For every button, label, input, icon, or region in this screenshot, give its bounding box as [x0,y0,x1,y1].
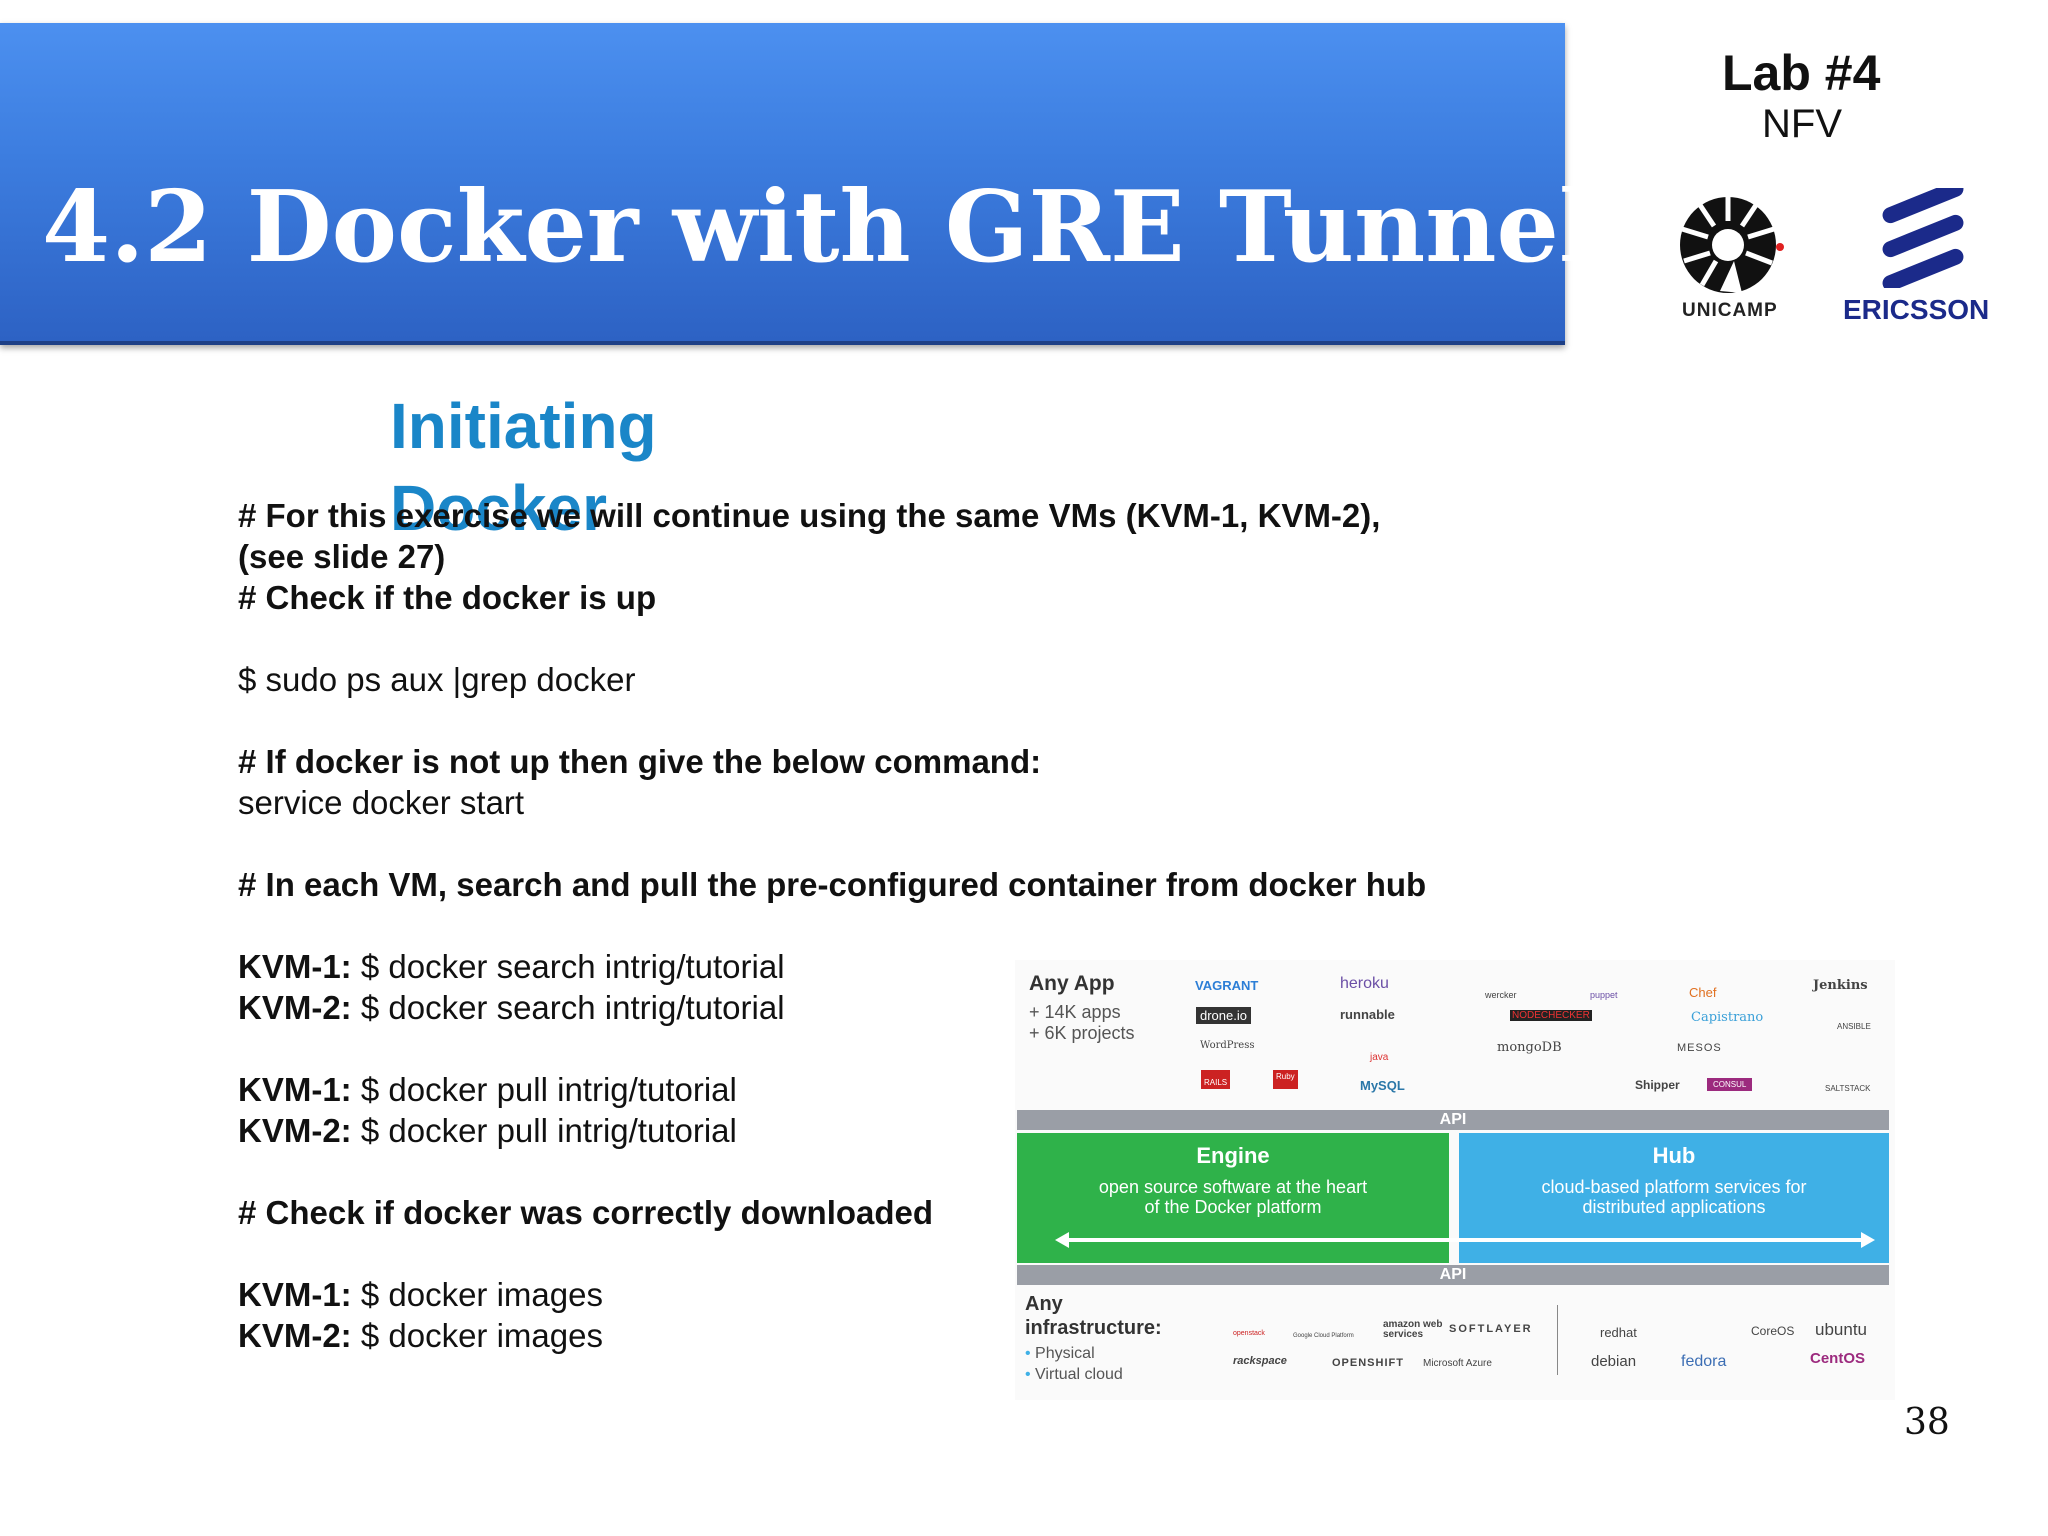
infra-virtual-cloud: Virtual cloud [1025,1366,1123,1384]
jenkins-logo: Jenkins [1813,978,1868,993]
wercker-logo: wercker [1485,990,1517,1000]
ubuntu-logo: ubuntu [1815,1320,1867,1339]
chef-logo: Chef [1689,985,1717,1000]
shipper-logo: Shipper [1635,1078,1680,1092]
course-label: NFV [1762,102,1842,146]
instruction-line: KVM-2: $ docker search intrig/tutorial [238,987,1558,1028]
section-subtitle: Initiating Docker [390,390,657,544]
api-bar-bottom: API [1017,1265,1889,1285]
saltstack-logo: SALTSTACK [1825,1084,1871,1093]
aws-logo: amazon web services [1383,1319,1443,1340]
instruction-line: KVM-1: $ docker pull intrig/tutorial [238,1069,1558,1110]
command-text: service docker start [238,784,525,821]
page-number: 38 [1904,1402,1950,1443]
infrastructure-title: Any infrastructure: [1025,1293,1162,1339]
title-banner: 4.2 Docker with GRE Tunnel [0,23,1596,345]
hub-title: Hub [1652,1143,1696,1168]
rails-logo: RAILS [1201,1070,1231,1089]
unicamp-wordmark: UNICAMP [1682,300,1778,321]
ansible-logo: ANSIBLE [1837,1022,1871,1031]
java-logo: java [1370,1052,1389,1063]
command-text: $ sudo ps aux |grep docker [238,661,636,698]
coreos-logo: CoreOS [1751,1324,1795,1338]
instruction-heading: # Check if docker was correctly download… [238,1194,934,1231]
mesos-logo: MESOS [1677,1042,1722,1054]
docker-platform-diagram: Any App + 14K apps + 6K projects VAGRANT… [1015,960,1895,1400]
blank-line [238,700,1558,741]
command-text: $ docker pull intrig/tutorial [351,1112,737,1149]
instruction-heading: # Check if the docker is up [238,579,657,616]
vm-label: KVM-2: [238,989,352,1026]
nodechecker-logo: NODECHECKER [1510,1010,1592,1021]
rackspace-logo: rackspace [1233,1355,1287,1367]
vm-label: KVM-2: [238,1112,352,1149]
instruction-line: # In each VM, search and pull the pre-co… [238,864,1558,905]
azure-logo: Microsoft Azure [1423,1358,1492,1369]
instruction-heading: # In each VM, search and pull the pre-co… [238,866,1427,903]
blank-line [238,905,1558,946]
instruction-line: # If docker is not up then give the belo… [238,741,1558,782]
command-text: $ docker images [351,1276,603,1313]
heroku-logo: heroku [1340,975,1389,992]
instruction-line: KVM-1: $ docker images [238,1274,1558,1315]
vm-label: KVM-2: [238,1317,352,1354]
command-text: $ docker pull intrig/tutorial [351,1071,737,1108]
google-cloud-logo: Google Cloud Platform [1293,1333,1354,1339]
mongodb-logo: mongoDB [1497,1040,1562,1055]
instruction-line: KVM-1: $ docker search intrig/tutorial [238,946,1558,987]
any-app-projects: + 6K projects [1029,1023,1135,1043]
command-text: $ docker search intrig/tutorial [351,948,785,985]
instruction-line: service docker start [238,782,1558,823]
puppet-logo: puppet [1590,990,1618,1000]
vm-label: KVM-1: [238,1276,352,1313]
instruction-line: (see slide 27) [238,536,1558,577]
infra-divider [1557,1305,1558,1375]
capistrano-logo: Capistrano [1691,1010,1764,1025]
instruction-line: KVM-2: $ docker images [238,1315,1558,1356]
command-text: $ docker images [351,1317,603,1354]
api-bar-top: API [1017,1110,1889,1130]
any-app-apps: + 14K apps [1029,1002,1121,1022]
instructions-text: # For this exercise we will continue usi… [238,495,1558,1356]
instruction-line: # Check if docker was correctly download… [238,1192,1558,1233]
wordpress-logo: WordPress [1200,1040,1255,1051]
blank-line [238,823,1558,864]
infra-physical: Physical [1025,1345,1095,1363]
debian-logo: debian [1591,1353,1637,1370]
blank-line [238,618,1558,659]
ericsson-wordmark: ERICSSON [1843,294,1990,325]
instruction-heading: # If docker is not up then give the belo… [238,743,1042,780]
instruction-line: $ sudo ps aux |grep docker [238,659,1558,700]
engine-description: open source software at the heart of the… [1098,1177,1368,1217]
slide-title: 4.2 Docker with GRE Tunnel [42,170,1597,285]
mysql-logo: MySQL [1360,1078,1405,1093]
hub-description: cloud-based platform services for distri… [1541,1177,1807,1217]
unicamp-logo-icon [1680,197,1784,293]
vm-label: KVM-1: [238,1071,352,1108]
instruction-line: # For this exercise we will continue usi… [238,495,1558,536]
vagrant-logo: VAGRANT [1195,978,1259,993]
instruction-heading: # For this exercise we will continue usi… [238,497,1381,534]
engine-title: Engine [1196,1143,1270,1168]
droneio-logo: drone.io [1196,1007,1251,1024]
fedora-logo: fedora [1681,1353,1727,1370]
any-app-title: Any App [1029,972,1115,995]
vm-label: KVM-1: [238,948,352,985]
ruby-logo: Ruby [1273,1070,1298,1089]
instruction-heading: (see slide 27) [238,538,446,575]
openshift-logo: OPENSHIFT [1332,1357,1404,1369]
instruction-line: # Check if the docker is up [238,577,1558,618]
softlayer-logo: SOFTLAYER [1449,1323,1533,1335]
consul-logo: CONSUL [1707,1078,1753,1091]
redhat-logo: redhat [1600,1325,1637,1340]
centos-logo: CentOS [1810,1350,1866,1367]
command-text: $ docker search intrig/tutorial [351,989,785,1026]
ericsson-logo-icon [1882,188,1964,288]
runnable-logo: runnable [1340,1007,1395,1022]
instruction-line: KVM-2: $ docker pull intrig/tutorial [238,1110,1558,1151]
lab-label: Lab #4 [1722,45,1881,101]
openstack-logo: openstack [1233,1330,1265,1337]
double-arrow-icon [1055,1232,1875,1248]
